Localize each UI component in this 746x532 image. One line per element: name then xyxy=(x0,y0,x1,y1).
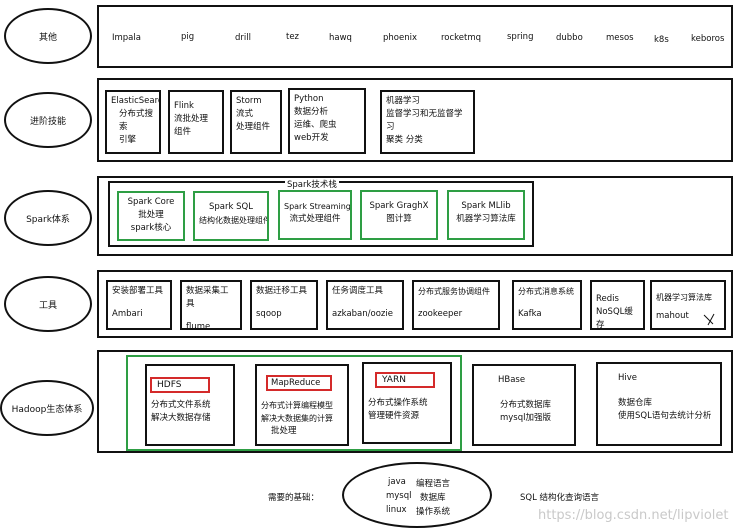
tool-flume: 数据采集工具 flume xyxy=(180,280,242,330)
category-spark: Spark体系 xyxy=(4,190,92,246)
category-others: 其他 xyxy=(4,8,92,64)
hadoop-hbase: HBase 分布式数据库 mysql加强版 xyxy=(472,364,576,446)
tool-sqoop: 数据迁移工具 sqoop xyxy=(250,280,318,330)
others-item: Impala xyxy=(112,33,141,43)
category-hadoop: Hadoop生态体系 xyxy=(0,380,94,436)
spark-graphx: Spark GraghX 图计算 xyxy=(360,190,438,240)
tool-ambari: 安装部署工具 Ambari xyxy=(106,280,172,330)
others-item: k8s xyxy=(654,35,669,45)
advanced-elasticsearch: ElasticSearch 分布式搜索 引擎 xyxy=(105,90,161,154)
advanced-ml: 机器学习 监督学习和无监督学习 聚类 分类 ..... xyxy=(380,90,475,154)
others-item: spring xyxy=(507,32,534,42)
watermark: https://blog.csdn.net/lipviolet xyxy=(538,508,729,523)
tool-azkaban: 任务调度工具 azkaban/oozie xyxy=(326,280,404,330)
crossed-out-icon xyxy=(703,313,715,326)
foundation-label: 需要的基础： xyxy=(268,493,320,503)
tool-zookeeper: 分布式服务协调组件 zookeeper xyxy=(412,280,500,330)
spark-mllib: Spark MLlib 机器学习算法库 xyxy=(447,190,525,240)
others-item: keboros xyxy=(691,34,725,44)
foundation-ellipse: java 编程语言 mysql 数据库 linux 操作系统 xyxy=(342,462,492,528)
others-row: Impala pig drill tez hawq phoenix rocket… xyxy=(97,5,733,68)
hadoop-hive: Hive 数据仓库 使用SQL语句去统计分析 xyxy=(596,362,722,446)
hdfs-title: HDFS xyxy=(150,377,210,393)
tool-mahout: 机器学习算法库 mahout xyxy=(650,280,726,330)
tool-kafka: 分布式消息系统 Kafka xyxy=(512,280,582,330)
others-item: drill xyxy=(235,33,251,43)
advanced-storm: Storm 流式 处理组件 xyxy=(230,90,282,154)
others-item: tez xyxy=(286,32,300,42)
others-item: rocketmq xyxy=(441,33,482,43)
others-item: hawq xyxy=(329,33,352,43)
yarn-title: YARN xyxy=(375,372,435,388)
category-tools: 工具 xyxy=(4,276,92,332)
spark-sql: Spark SQL 结构化数据处理组件 xyxy=(193,191,269,241)
others-item: pig xyxy=(181,32,195,42)
mapreduce-title: MapReduce xyxy=(266,375,332,391)
advanced-flink: Flink 流批处理 组件 xyxy=(168,90,224,154)
spark-streaming: Spark Streaming 流式处理组件 xyxy=(278,190,352,240)
category-advanced: 进阶技能 xyxy=(4,92,92,148)
hadoop-core-group xyxy=(126,355,462,451)
sql-note: SQL 结构化查询语言 xyxy=(520,493,600,503)
advanced-python: Python 数据分析 运维、爬虫 web开发 xyxy=(288,88,366,154)
others-item: dubbo xyxy=(556,33,583,43)
tool-redis: Redis NoSQL缓存 xyxy=(590,280,645,330)
others-item: phoenix xyxy=(383,33,417,43)
others-item: mesos xyxy=(606,33,634,43)
spark-stack-label: Spark技术栈 xyxy=(285,178,339,190)
spark-core: Spark Core 批处理 spark核心 xyxy=(117,191,185,241)
